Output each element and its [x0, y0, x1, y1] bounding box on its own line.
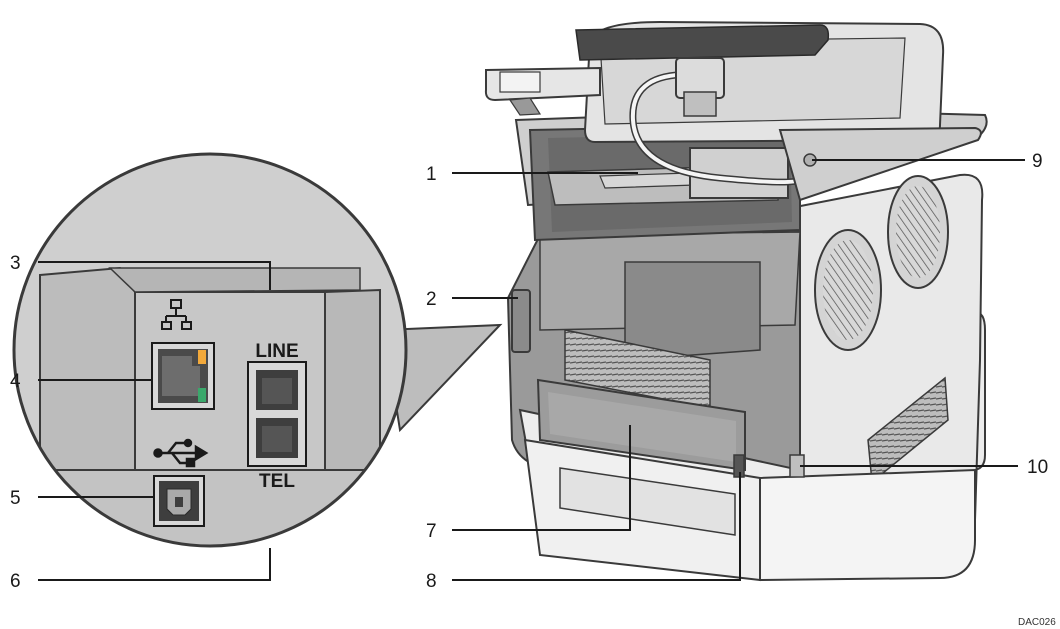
callout-6: 6 [10, 571, 21, 592]
line-port-label: LINE [255, 341, 298, 362]
led-green [198, 388, 206, 402]
callout-7: 7 [426, 521, 437, 542]
callout-8: 8 [426, 571, 437, 592]
led-orange [198, 350, 206, 364]
usb-icon [153, 438, 209, 468]
figure-code: DAC026 [1018, 617, 1056, 628]
callout-10: 10 [1027, 457, 1048, 478]
line-tel-ports [247, 361, 307, 467]
usb-port [153, 475, 205, 527]
network-icon [161, 299, 192, 330]
port-detail-inset: LINE TEL [12, 152, 503, 548]
callout-9: 9 [1032, 151, 1043, 172]
callout-3: 3 [10, 253, 21, 274]
callout-5: 5 [10, 488, 21, 509]
callout-leaders [38, 159, 1025, 581]
tel-port-label: TEL [259, 471, 295, 492]
callout-2: 2 [426, 289, 437, 310]
callout-4: 4 [10, 371, 21, 392]
ethernet-port [151, 342, 215, 410]
callout-numbers: 1 2 3 4 5 6 7 8 9 10 [10, 151, 1048, 592]
callout-1: 1 [426, 164, 437, 185]
printer-illustration [484, 20, 988, 582]
